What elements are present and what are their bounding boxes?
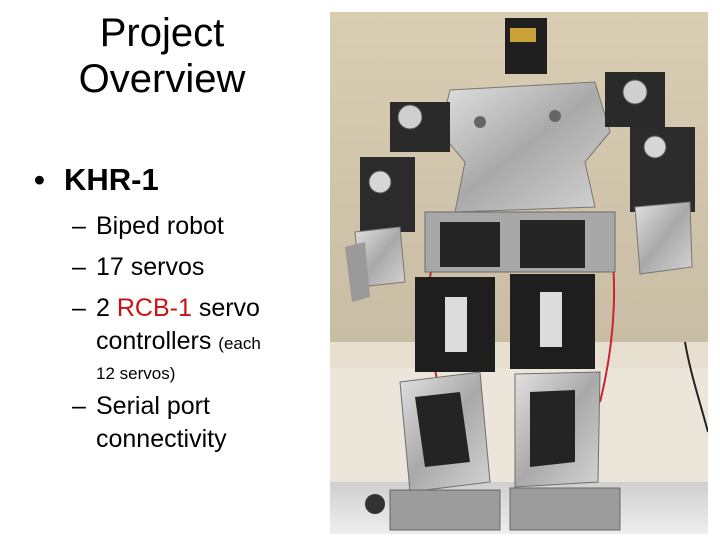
- controllers-word: controllers: [96, 327, 212, 355]
- dash-marker: –: [72, 212, 86, 240]
- serial-line-1: Serial port: [96, 392, 210, 420]
- sub-item-serial-line2: connectivity: [96, 425, 227, 453]
- serial-line-2: connectivity: [96, 425, 227, 453]
- sub-item-text: 17 servos: [96, 253, 205, 281]
- robot-photo: [330, 12, 708, 534]
- sub-item-text: Biped robot: [96, 212, 224, 240]
- sub-item-controllers-line3: 12 servos): [96, 360, 175, 388]
- sub-item-controllers-line1: 2 RCB-1 servo: [96, 294, 260, 322]
- controllers-suffix: servo: [191, 294, 260, 322]
- title-line-1: Project: [99, 11, 225, 55]
- controllers-prefix: 2: [96, 294, 117, 322]
- controllers-note-2: 12 servos): [96, 364, 176, 383]
- bullet-marker: •: [34, 162, 45, 197]
- sub-item-controllers-line2: controllers (each: [96, 327, 261, 358]
- dash-marker: –: [72, 392, 86, 420]
- dash-marker: –: [72, 253, 86, 281]
- title-line-2: Overview: [78, 57, 246, 101]
- controllers-note-1: (each: [218, 334, 261, 353]
- main-bullet-text: KHR-1: [64, 162, 159, 197]
- rcb-highlight: RCB-1: [116, 294, 192, 322]
- dash-marker: –: [72, 294, 86, 322]
- slide-title: Project Overview: [36, 10, 288, 102]
